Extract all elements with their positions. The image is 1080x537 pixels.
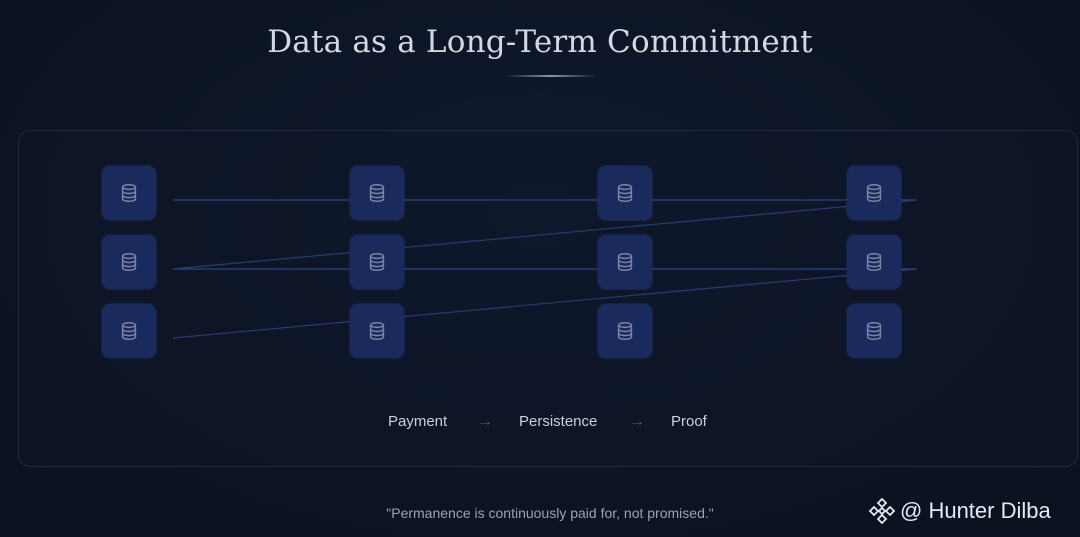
page-title: Data as a Long-Term Commitment <box>267 24 813 60</box>
storage-node-c1-r2 <box>102 235 156 289</box>
storage-node-c2-r3 <box>350 304 404 358</box>
database-icon <box>866 253 882 271</box>
flow-arrow-icon: → <box>477 413 493 430</box>
storage-node-c1-r1 <box>102 166 156 220</box>
flow-step-proof: Proof <box>671 413 707 430</box>
database-icon <box>121 322 137 340</box>
flow-step-payment: Payment <box>388 413 448 430</box>
database-icon <box>369 184 385 202</box>
storage-node-c2-r2 <box>350 235 404 289</box>
storage-node-c3-r1 <box>598 166 652 220</box>
database-icon <box>866 184 882 202</box>
storage-node-c4-r1 <box>847 166 901 220</box>
flow-step-persistence: Persistence <box>519 413 598 430</box>
database-icon <box>617 253 633 271</box>
database-icon <box>369 322 385 340</box>
database-icon <box>121 184 137 202</box>
storage-node-c3-r2 <box>598 235 652 289</box>
database-icon <box>866 322 882 340</box>
database-icon <box>369 253 385 271</box>
database-icon <box>121 253 137 271</box>
storage-node-c1-r3 <box>102 304 156 358</box>
binance-logo-icon <box>868 497 896 525</box>
database-icon <box>617 184 633 202</box>
database-icon <box>617 322 633 340</box>
storage-node-c2-r1 <box>350 166 404 220</box>
storage-node-c4-r2 <box>847 235 901 289</box>
flow-arrow-icon: → <box>629 413 645 430</box>
storage-node-c4-r3 <box>847 304 901 358</box>
title-underline <box>505 75 597 77</box>
watermark-text: @ Hunter Dilba <box>900 498 1051 523</box>
storage-node-c3-r3 <box>598 304 652 358</box>
closing-quote: "Permanence is continuously paid for, no… <box>386 505 714 521</box>
author-watermark: @ Hunter Dilba <box>868 496 1051 526</box>
